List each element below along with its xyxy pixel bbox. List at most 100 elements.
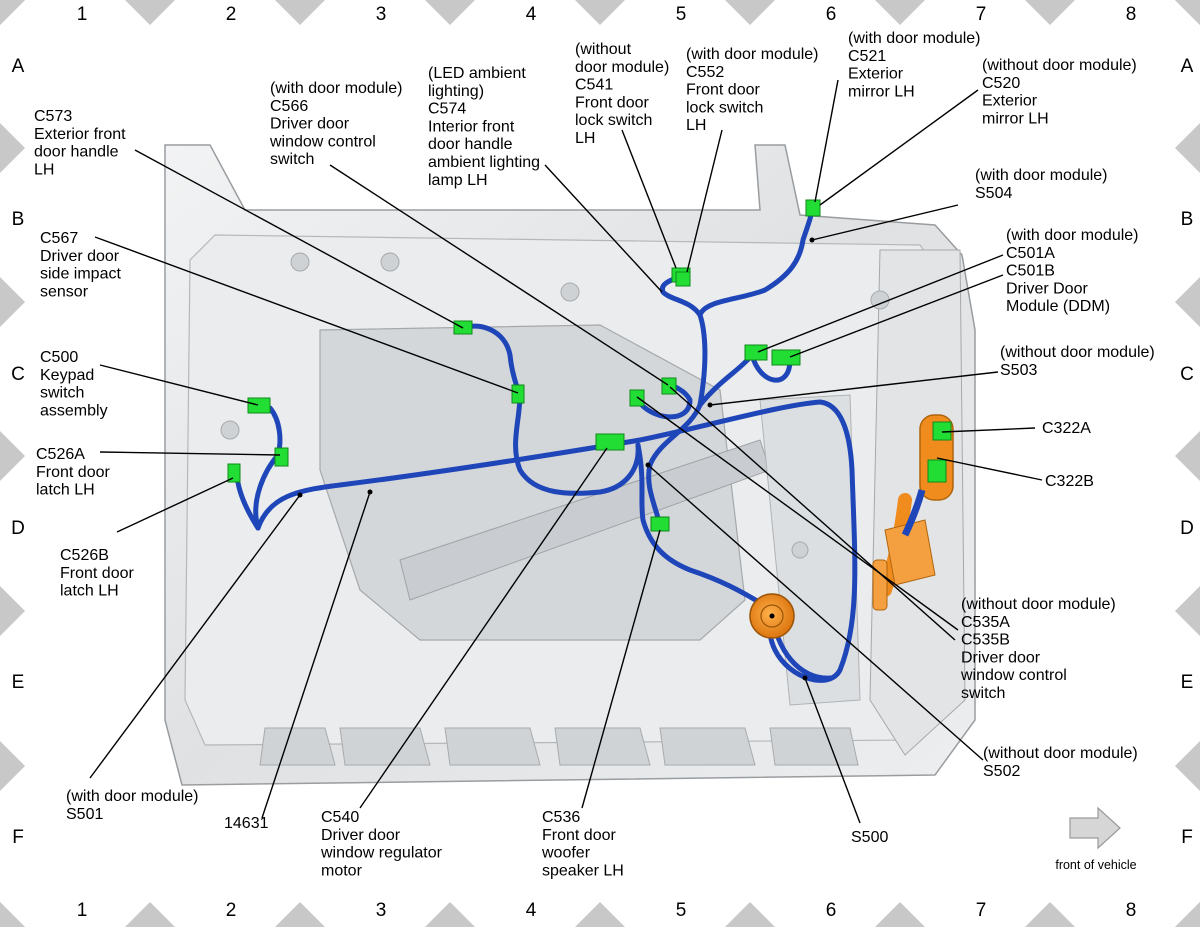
callout-line: door handle — [428, 136, 513, 153]
callout-line: LH — [34, 161, 54, 178]
callout-line: window control — [269, 133, 376, 150]
callout-s504: (with door module)S504 — [975, 167, 1108, 202]
callout-line: Driver door — [270, 116, 350, 133]
grid-marker-top — [425, 0, 475, 25]
front-of-vehicle-arrow — [1069, 806, 1121, 850]
callout-line: Keypad — [40, 367, 94, 384]
right-grid-row-B: B — [1181, 209, 1194, 230]
top-grid-column-7: 7 — [976, 4, 987, 25]
grid-marker-left — [0, 277, 25, 327]
top-grid-column-5: 5 — [676, 4, 687, 25]
connector-c500 — [247, 397, 271, 414]
left-grid-row-B: B — [12, 209, 25, 230]
callout-line: (without — [575, 41, 632, 58]
callout-line: C573 — [34, 108, 72, 125]
connector-c521 — [805, 199, 821, 217]
right-grid-row-D: D — [1180, 518, 1194, 539]
grid-marker-left — [0, 902, 25, 932]
grid-marker-top — [725, 0, 775, 25]
grid-marker-bottom — [875, 902, 925, 927]
connector-c322a — [932, 421, 952, 441]
callout-line: (LED ambient — [428, 65, 526, 82]
connector-c566 — [661, 377, 677, 395]
callout-line: C322A — [1042, 420, 1091, 437]
callout-s501: (with door module)S501 — [66, 788, 199, 823]
callout-line: (with door module) — [848, 30, 981, 47]
callout-line: Front door — [686, 82, 760, 99]
callout-line: S504 — [975, 185, 1012, 202]
grid-marker-right — [1175, 123, 1200, 173]
left-grid-row-A: A — [12, 56, 25, 77]
grid-marker-right — [1175, 277, 1200, 327]
callout-line: C552 — [686, 64, 724, 81]
callout-line: assembly — [40, 402, 108, 419]
grid-marker-right — [1175, 741, 1200, 791]
connector-c501b — [771, 349, 801, 366]
grid-marker-top — [575, 0, 625, 25]
callout-c322a: C322A — [1042, 420, 1091, 437]
top-grid-column-8: 8 — [1126, 4, 1137, 25]
callout-line: C574 — [428, 101, 466, 118]
callout-line: C535A — [961, 614, 1010, 631]
callout-line: C567 — [40, 230, 78, 247]
bottom-grid-column-1: 1 — [77, 900, 88, 921]
grid-marker-bottom — [725, 902, 775, 927]
bottom-grid-column-6: 6 — [826, 900, 837, 921]
callout-s503: (without door module)S503 — [1000, 344, 1155, 379]
callout-line: C536 — [542, 809, 580, 826]
callout-line: C521 — [848, 48, 886, 65]
callout-line: Driver Door — [1006, 280, 1088, 297]
callout-line: Exterior — [848, 66, 904, 83]
grid-marker-right — [1175, 902, 1200, 932]
grid-marker-left — [0, 586, 25, 636]
callout-line: switch — [961, 685, 1005, 702]
callout-line: door handle — [34, 144, 119, 161]
callout-line: door module) — [575, 59, 669, 76]
connector-c526a — [274, 447, 289, 467]
grid-marker-bottom — [575, 902, 625, 927]
callout-line: Front door — [60, 565, 134, 582]
connector-c552 — [675, 271, 691, 287]
grid-marker-right — [1175, 0, 1200, 25]
top-grid-column-6: 6 — [826, 4, 837, 25]
callout-line: (without door module) — [982, 57, 1137, 74]
right-grid-row-E: E — [1181, 672, 1194, 693]
callout-line: latch LH — [60, 583, 119, 600]
callout-line: C526B — [60, 547, 109, 564]
callout-line: S501 — [66, 806, 103, 823]
grid-marker-left — [0, 123, 25, 173]
callout-line: (with door module) — [66, 788, 199, 805]
grid-marker-bottom — [125, 902, 175, 927]
left-grid-row-C: C — [11, 364, 25, 385]
callout-line: C501B — [1006, 263, 1055, 280]
callout-line: Exterior — [982, 93, 1038, 110]
bottom-grid-column-7: 7 — [976, 900, 987, 921]
callout-line: switch — [270, 151, 314, 168]
callout-line: (without door module) — [961, 596, 1116, 613]
callout-line: Driver door — [961, 649, 1041, 666]
top-grid-column-3: 3 — [376, 4, 387, 25]
callout-line: sensor — [40, 283, 89, 300]
left-grid-row-D: D — [11, 518, 25, 539]
callout-line: C322B — [1045, 473, 1094, 490]
callout-line: C501A — [1006, 245, 1055, 262]
callout-line: Exterior front — [34, 126, 126, 143]
callout-line: lighting) — [428, 83, 484, 100]
callout-line: C520 — [982, 75, 1020, 92]
grid-marker-bottom — [425, 902, 475, 927]
callout-line: (with door module) — [686, 46, 819, 63]
grid-marker-bottom — [1025, 902, 1075, 927]
callout-line: Interior front — [428, 118, 515, 135]
grid-marker-left — [0, 0, 25, 25]
